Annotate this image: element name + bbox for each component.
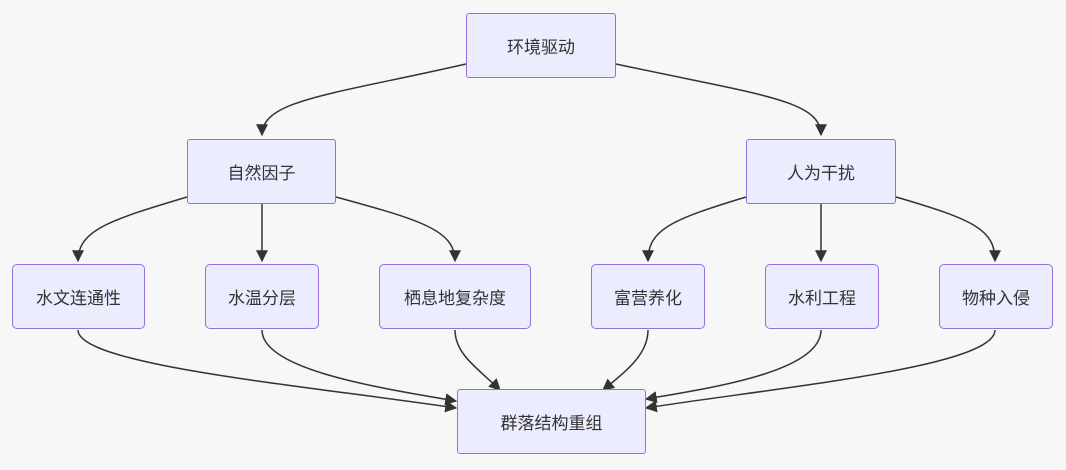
node-eutrophication[interactable]: 富营养化 bbox=[591, 264, 705, 329]
node-water-temperature-stratification[interactable]: 水温分层 bbox=[205, 264, 319, 329]
edge-natural-habitat bbox=[335, 196, 461, 263]
node-habitat-complexity[interactable]: 栖息地复杂度 bbox=[379, 264, 531, 329]
node-hydrologic-connectivity[interactable]: 水文连通性 bbox=[12, 264, 145, 329]
node-human-disturbance[interactable]: 人为干扰 bbox=[746, 139, 896, 204]
node-natural-factors[interactable]: 自然因子 bbox=[187, 139, 336, 204]
edge-hydro-outcome bbox=[77, 329, 458, 413]
node-environment-drivers[interactable]: 环境驱动 bbox=[466, 13, 616, 78]
edge-habitat-outcome bbox=[454, 329, 501, 391]
node-species-invasion[interactable]: 物种入侵 bbox=[939, 264, 1053, 329]
edge-natural-hydro bbox=[72, 196, 188, 263]
edge-human-invasion bbox=[895, 196, 1001, 263]
edge-root-human bbox=[615, 63, 827, 137]
node-water-engineering[interactable]: 水利工程 bbox=[765, 264, 879, 329]
node-community-restructuring[interactable]: 群落结构重组 bbox=[457, 389, 646, 454]
edge-invasion-outcome bbox=[644, 329, 996, 413]
edge-eutrophication-outcome bbox=[602, 329, 649, 391]
edge-stratification-outcome bbox=[261, 329, 458, 406]
edge-human-eutrophication bbox=[642, 196, 747, 263]
edge-root-natural bbox=[256, 63, 467, 137]
edge-engineering-outcome bbox=[644, 329, 822, 404]
